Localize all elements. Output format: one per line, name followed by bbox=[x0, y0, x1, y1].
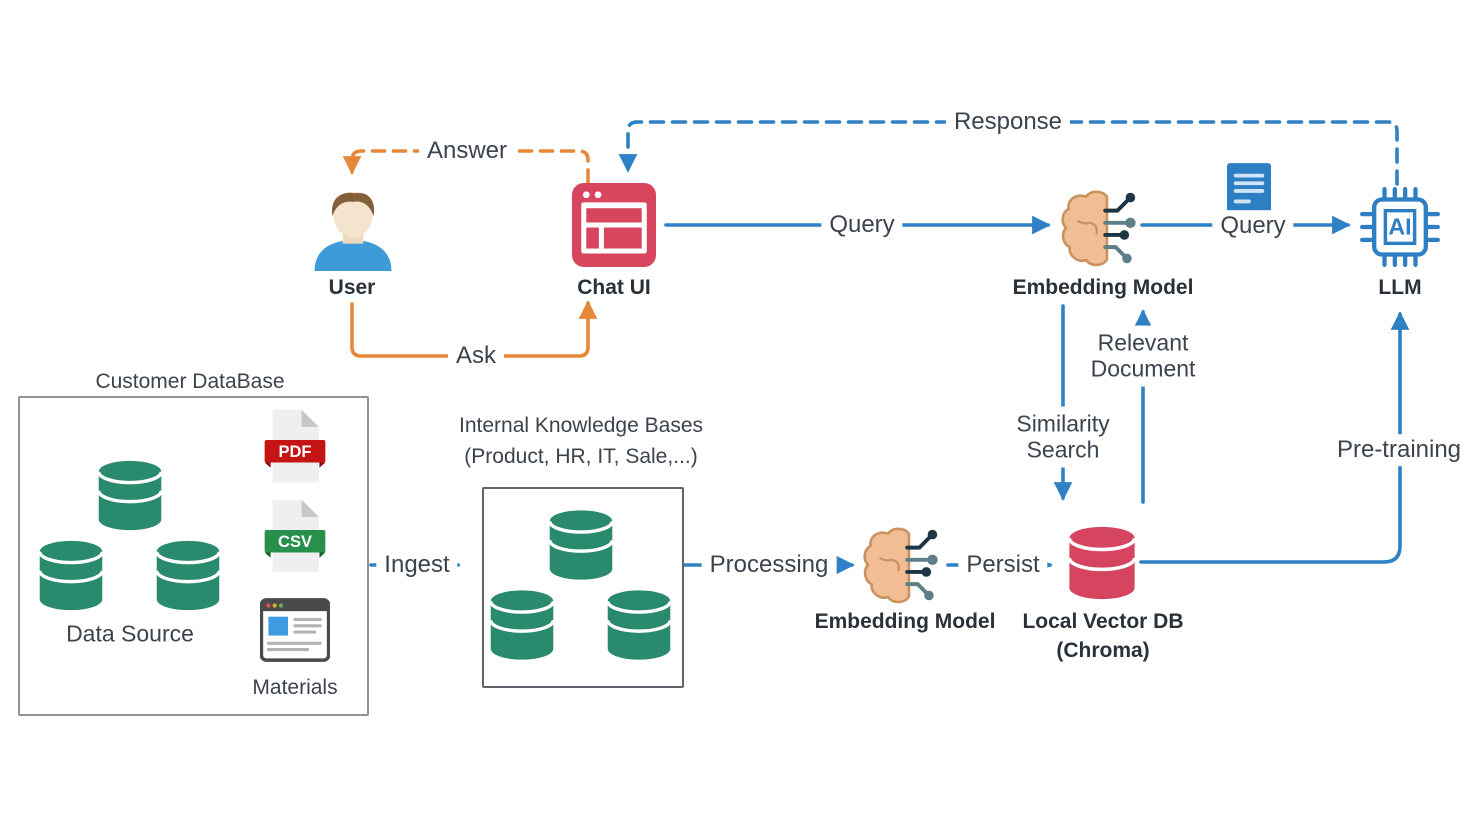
database-cylinder bbox=[37, 538, 105, 613]
local-vector-db-sublabel: (Chroma) bbox=[1056, 639, 1150, 662]
local-vector-db-icon bbox=[1066, 524, 1138, 602]
user-label: User bbox=[328, 276, 376, 299]
search-line: Search bbox=[1026, 437, 1100, 463]
database-cylinder bbox=[605, 587, 673, 663]
relevant-line: Relevant bbox=[1097, 329, 1189, 356]
edge-label-similarity-search: Similarity Search bbox=[1010, 406, 1116, 468]
edge-label-answer: Answer bbox=[418, 135, 516, 167]
database-cylinder bbox=[488, 587, 556, 663]
pdf-badge-text: PDF bbox=[279, 443, 312, 461]
embedding-model-bottom-icon bbox=[862, 525, 942, 605]
edge-label-query-1: Query bbox=[821, 209, 903, 241]
database-cylinder bbox=[547, 507, 615, 583]
database-cylinder bbox=[154, 538, 222, 613]
edge-label-query-2: Query bbox=[1212, 210, 1294, 242]
llm-chip-icon: AI bbox=[1357, 184, 1443, 270]
user-icon bbox=[310, 189, 396, 271]
document-icon bbox=[1227, 163, 1271, 215]
local-vector-db-label: Local Vector DB bbox=[1022, 610, 1184, 633]
customer-database-box bbox=[18, 396, 369, 716]
edge-label-ask: Ask bbox=[447, 340, 505, 372]
chat-ui-icon bbox=[571, 183, 657, 267]
edge-label-response: Response bbox=[945, 106, 1071, 138]
database-cylinder bbox=[96, 458, 164, 533]
internal-kb-title: Internal Knowledge Bases bbox=[459, 414, 703, 437]
chat-ui-label: Chat UI bbox=[577, 276, 651, 299]
materials-label: Materials bbox=[252, 676, 338, 699]
llm-label: LLM bbox=[1378, 276, 1422, 299]
edge-label-pretraining: Pre-training bbox=[1328, 434, 1470, 466]
similarity-line: Similarity bbox=[1016, 410, 1110, 437]
embedding-model-bottom-label: Embedding Model bbox=[814, 610, 996, 633]
edge-pretraining bbox=[1139, 311, 1410, 564]
document-line: Document bbox=[1090, 356, 1196, 382]
embedding-model-top-icon bbox=[1060, 188, 1140, 268]
edge-label-relevant-document: Relevant Document bbox=[1084, 325, 1202, 387]
data-source-label: Data Source bbox=[66, 620, 194, 647]
internal-kb-box bbox=[482, 487, 684, 688]
csv-file-icon: CSV bbox=[262, 498, 328, 574]
customer-database-title: Customer DataBase bbox=[95, 370, 285, 393]
pdf-file-icon: PDF bbox=[262, 408, 328, 484]
materials-webpage-icon bbox=[260, 598, 330, 662]
edge-label-persist: Persist bbox=[958, 549, 1048, 581]
internal-kb-subtitle: (Product, HR, IT, Sale,...) bbox=[464, 445, 698, 468]
csv-badge-text: CSV bbox=[278, 533, 312, 551]
embedding-model-top-label: Embedding Model bbox=[1012, 276, 1194, 299]
llm-chip-text: AI bbox=[1388, 214, 1411, 240]
edge-label-processing: Processing bbox=[701, 549, 837, 581]
edge-label-ingest: Ingest bbox=[376, 549, 458, 581]
